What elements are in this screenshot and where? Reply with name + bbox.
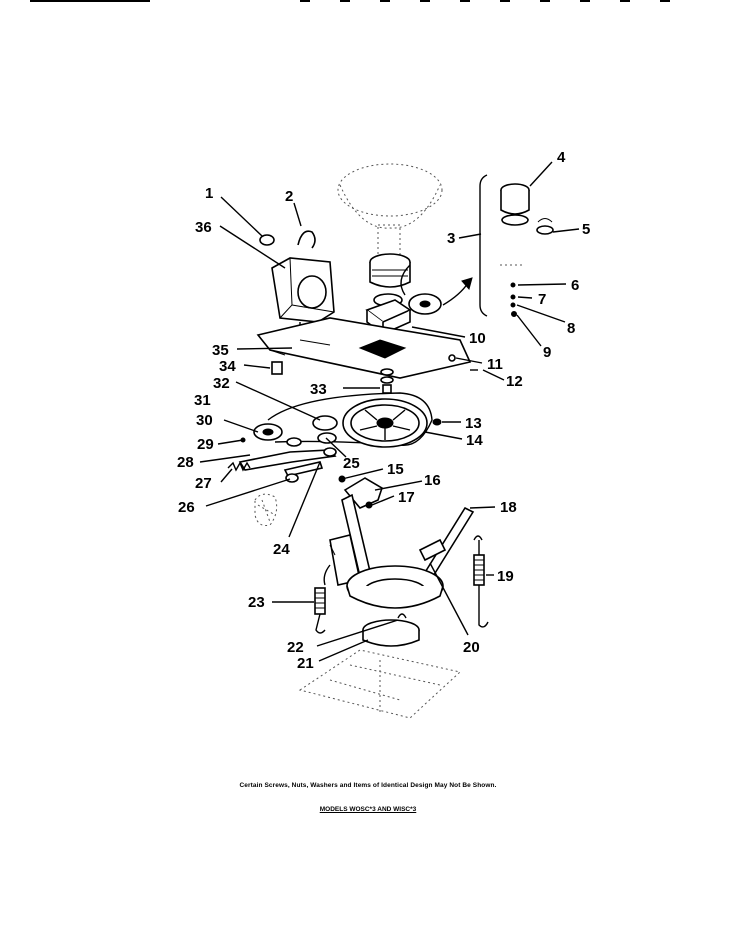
group-bracket — [479, 174, 488, 317]
callout-9: 9 — [543, 344, 551, 361]
callout-19: 19 — [497, 568, 514, 585]
ring-part-2 — [297, 230, 316, 249]
spring-part-27 — [227, 461, 251, 472]
clip-part-22 — [397, 613, 407, 619]
callout-34: 34 — [219, 358, 236, 375]
callout-6: 6 — [571, 277, 579, 294]
pinion-pulley — [400, 264, 473, 315]
seal-cap-part — [500, 183, 530, 226]
callout-32: 32 — [213, 375, 230, 392]
callout-33: 33 — [310, 381, 327, 398]
callout-22: 22 — [287, 639, 304, 656]
clip-part — [536, 218, 554, 235]
gear-housing — [271, 257, 335, 335]
transmission-shaft-assembly — [365, 253, 412, 336]
brake-lever-assembly — [238, 432, 337, 477]
bolt-part-11 — [448, 354, 456, 362]
callout-36: 36 — [195, 219, 212, 236]
nut-part-1 — [259, 234, 275, 246]
screw-part-13 — [432, 418, 442, 426]
small-part-6 — [510, 282, 516, 288]
models-caption: MODELS WOSC*3 AND WISC*3 — [319, 806, 417, 813]
spring-part-19 — [473, 535, 489, 628]
callout-14: 14 — [466, 432, 483, 449]
band-ring-part-21 — [362, 619, 420, 647]
callout-8: 8 — [567, 320, 575, 337]
callout-13: 13 — [465, 415, 482, 432]
top-edge-mark-left — [30, 0, 150, 2]
callout-15: 15 — [387, 461, 404, 478]
callout-5: 5 — [582, 221, 590, 238]
callout-12: 12 — [506, 373, 523, 390]
tub-outline — [337, 163, 443, 256]
small-part-8 — [510, 302, 516, 308]
motor-outline — [254, 493, 278, 526]
brake-dish — [346, 565, 444, 609]
callout-labels: 1 2 3 4 5 6 7 8 9 10 11 12 13 14 15 16 1… — [177, 149, 590, 672]
callout-35: 35 — [212, 342, 229, 359]
callout-18: 18 — [500, 499, 517, 516]
callout-10: 10 — [469, 330, 486, 347]
center-fastener-stack — [380, 368, 394, 394]
callout-26: 26 — [178, 499, 195, 516]
bushing-part-34 — [271, 361, 283, 375]
base-outline — [298, 649, 462, 719]
callout-7: 7 — [538, 291, 546, 308]
callout-11: 11 — [487, 356, 503, 373]
washer-part-26 — [285, 473, 299, 483]
callout-20: 20 — [463, 639, 480, 656]
spring-part-23 — [314, 564, 331, 634]
callout-21: 21 — [297, 655, 314, 672]
callout-4: 4 — [557, 149, 566, 166]
base-plate — [256, 317, 472, 379]
drive-pulley — [342, 398, 428, 448]
callout-31: 31 — [194, 392, 211, 409]
small-part-9 — [511, 311, 517, 317]
bracket-part-16 — [343, 477, 383, 509]
drive-belt — [267, 392, 433, 446]
screw-part-17 — [365, 501, 373, 509]
leader-lines — [199, 161, 580, 662]
small-part-7 — [510, 294, 516, 300]
callout-2: 2 — [285, 188, 293, 205]
callout-3: 3 — [447, 230, 455, 247]
callout-24: 24 — [273, 541, 290, 558]
callout-25: 25 — [343, 455, 360, 472]
callout-17: 17 — [398, 489, 415, 506]
support-frame — [329, 493, 475, 587]
callout-27: 27 — [195, 475, 212, 492]
callout-23: 23 — [248, 594, 265, 611]
callout-29: 29 — [197, 436, 214, 453]
callout-30: 30 — [196, 412, 213, 429]
disclaimer-note: Certain Screws, Nuts, Washers and Items … — [239, 782, 497, 789]
callout-16: 16 — [424, 472, 441, 489]
callout-28: 28 — [177, 454, 194, 471]
callout-1: 1 — [205, 185, 213, 202]
top-edge-mark-right — [300, 0, 700, 2]
